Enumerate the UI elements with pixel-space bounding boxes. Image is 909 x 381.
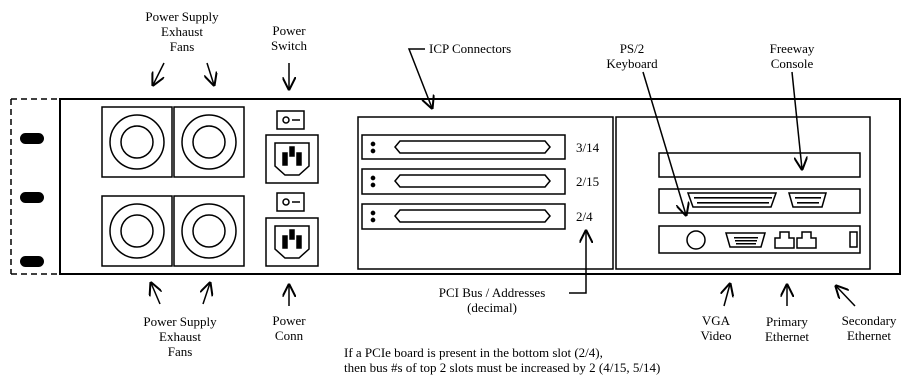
vga-video-label: Video: [701, 328, 732, 343]
primary-ethernet-label: Primary: [766, 314, 808, 329]
serial-port-pins: [795, 197, 821, 204]
parallel-serial-card: [658, 188, 861, 214]
freeway-console-label: Console: [771, 56, 814, 71]
fans-bottom-label: Fans: [168, 344, 193, 359]
exhaust-fan: [101, 195, 173, 267]
pcie-note: If a PCIe board is present in the bottom…: [344, 345, 603, 360]
slot-address-label: 2/15: [576, 174, 599, 189]
power-switch: [276, 192, 305, 212]
fans-bottom-label: Exhaust: [159, 329, 201, 344]
power-connector: [265, 134, 319, 184]
icp-connector-card: [361, 168, 566, 195]
pci-bay: [357, 116, 614, 270]
slot-address-label: 2/4: [576, 209, 593, 224]
ps2-keyboard-label: Keyboard: [606, 56, 658, 71]
io-bay: [615, 116, 871, 270]
pci-bus-label: (decimal): [467, 300, 517, 315]
pcie-note: then bus #s of top 2 slots must be incre…: [344, 360, 660, 375]
power-switch: [276, 110, 305, 130]
freeway-console-label: Freeway: [770, 41, 815, 56]
ps2-keyboard-label: PS/2: [620, 41, 645, 56]
fans-top-label: Fans: [170, 39, 195, 54]
power-connector: [265, 217, 319, 267]
secondary-ethernet-label: Secondary: [842, 313, 897, 328]
fans-bottom-label: Power Supply: [143, 314, 217, 329]
chassis: [59, 98, 901, 275]
parallel-port-pins: [694, 197, 772, 204]
icp-connectors-label: ICP Connectors: [429, 41, 511, 56]
power-conn-label: Power: [272, 313, 306, 328]
onboard-io-panel: [658, 225, 861, 254]
power-switch-label: Power: [272, 23, 306, 38]
power-conn-label: Conn: [275, 328, 304, 343]
primary-ethernet-label: Ethernet: [765, 329, 809, 344]
exhaust-fan: [101, 106, 173, 178]
fans-top-label: Power Supply: [145, 9, 219, 24]
leader-arrows: [151, 48, 856, 307]
icp-connector-card: [361, 203, 566, 230]
fans-top-label: Exhaust: [161, 24, 203, 39]
slot-address-label: 3/14: [576, 140, 600, 155]
icp-connector-card: [361, 134, 566, 160]
rack-ear: [10, 98, 60, 275]
freeway-console-card: [658, 152, 861, 178]
secondary-ethernet-label: Ethernet: [847, 328, 891, 343]
exhaust-fan: [173, 106, 245, 178]
power-switch-label: Switch: [271, 38, 308, 53]
rack-mount-slot: [20, 133, 44, 267]
vga-video-label: VGA: [702, 313, 731, 328]
pci-bus-label: PCI Bus / Addresses: [439, 285, 546, 300]
exhaust-fan: [173, 195, 245, 267]
